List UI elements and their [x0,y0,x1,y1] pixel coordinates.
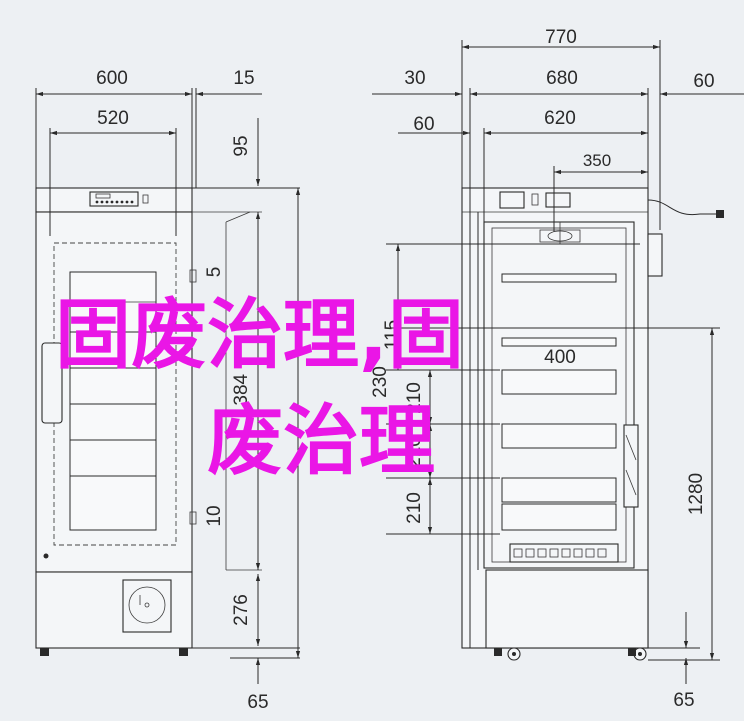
dim-210-a: 210 [404,382,425,414]
dim-276: 276 [231,594,252,626]
front-dimensions: 600 520 15 95 5 1384 10 276 65 [35,68,301,713]
door-handle [41,342,63,424]
dim-600: 600 [96,68,128,89]
front-drawers [69,271,157,531]
dim-1280: 1280 [686,473,707,515]
dim-1384: 1384 [231,373,252,416]
dim-520: 520 [97,108,129,129]
side-dimensions: 770 680 30 60 620 60 350 115 400 230 210 [370,27,744,711]
dim-95: 95 [231,135,252,156]
dim-210-b: 210 [404,436,425,468]
dim-10: 10 [204,505,225,526]
control-panel-dots [95,193,134,204]
dim-65-right: 65 [673,690,694,711]
dim-60-right: 60 [693,71,714,92]
evaporator-grill [513,548,607,558]
front-foot-right [179,648,188,656]
front-view [35,187,262,656]
side-shelves [501,273,617,531]
dim-15: 15 [233,68,254,89]
front-foot-left [40,648,49,656]
power-cord [647,199,718,216]
dim-770: 770 [545,27,577,48]
overlay-watermark: 固废治理,固 废治理 [55,290,464,485]
dim-5: 5 [204,267,225,278]
dim-65-left: 65 [247,692,268,713]
side-view [461,187,724,661]
dim-400: 400 [544,347,576,368]
dim-30: 30 [404,68,425,89]
dim-620: 620 [544,108,576,129]
dim-60-left: 60 [413,114,434,135]
chart-recorder [122,579,172,633]
dim-115: 115 [382,320,403,350]
dim-230: 230 [370,366,391,398]
dim-680: 680 [546,68,578,89]
fan-unit [539,222,581,244]
dim-350: 350 [583,151,611,170]
dim-210-c: 210 [404,492,425,524]
overlay-line-2: 废治理 [207,396,435,485]
overlay-line-1: 固废治理,固 [55,290,464,379]
